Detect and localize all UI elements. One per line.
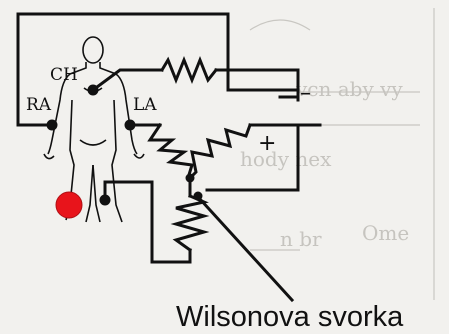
svg-text:n br: n br	[280, 227, 322, 251]
resistor-top	[159, 55, 219, 85]
caption-wilsonova-svorka: Wilsonova svorka	[176, 301, 404, 333]
electrode-ch-dot	[87, 84, 99, 96]
wilson-terminal-dot	[193, 191, 203, 201]
resistor-right-diagonal	[187, 123, 252, 181]
svg-text:Ome: Ome	[362, 221, 409, 245]
electrode-leg-dot	[99, 194, 111, 206]
label-ch: CH	[50, 65, 78, 85]
label-plus: +	[258, 131, 276, 156]
electrode-dots	[46, 84, 203, 206]
resistor-left-diagonal	[147, 122, 194, 180]
red-dot-icon	[55, 191, 83, 219]
label-la: LA	[133, 95, 157, 115]
wilson-pointer-line	[196, 195, 295, 303]
background-bleed-through: vcn aby vy hody nex Ome n br	[240, 8, 435, 300]
label-ra: RA	[26, 95, 52, 115]
electrode-la-dot	[124, 119, 136, 131]
circuit-wires	[16, 12, 322, 264]
wilson-junction-dot	[185, 173, 195, 183]
electrode-ra-dot	[46, 119, 58, 131]
resistor-vertical	[170, 194, 210, 253]
svg-text:vcn aby vy: vcn aby vy	[295, 77, 403, 101]
label-minus: –	[300, 81, 311, 106]
svg-text:hody nex: hody nex	[240, 147, 332, 171]
